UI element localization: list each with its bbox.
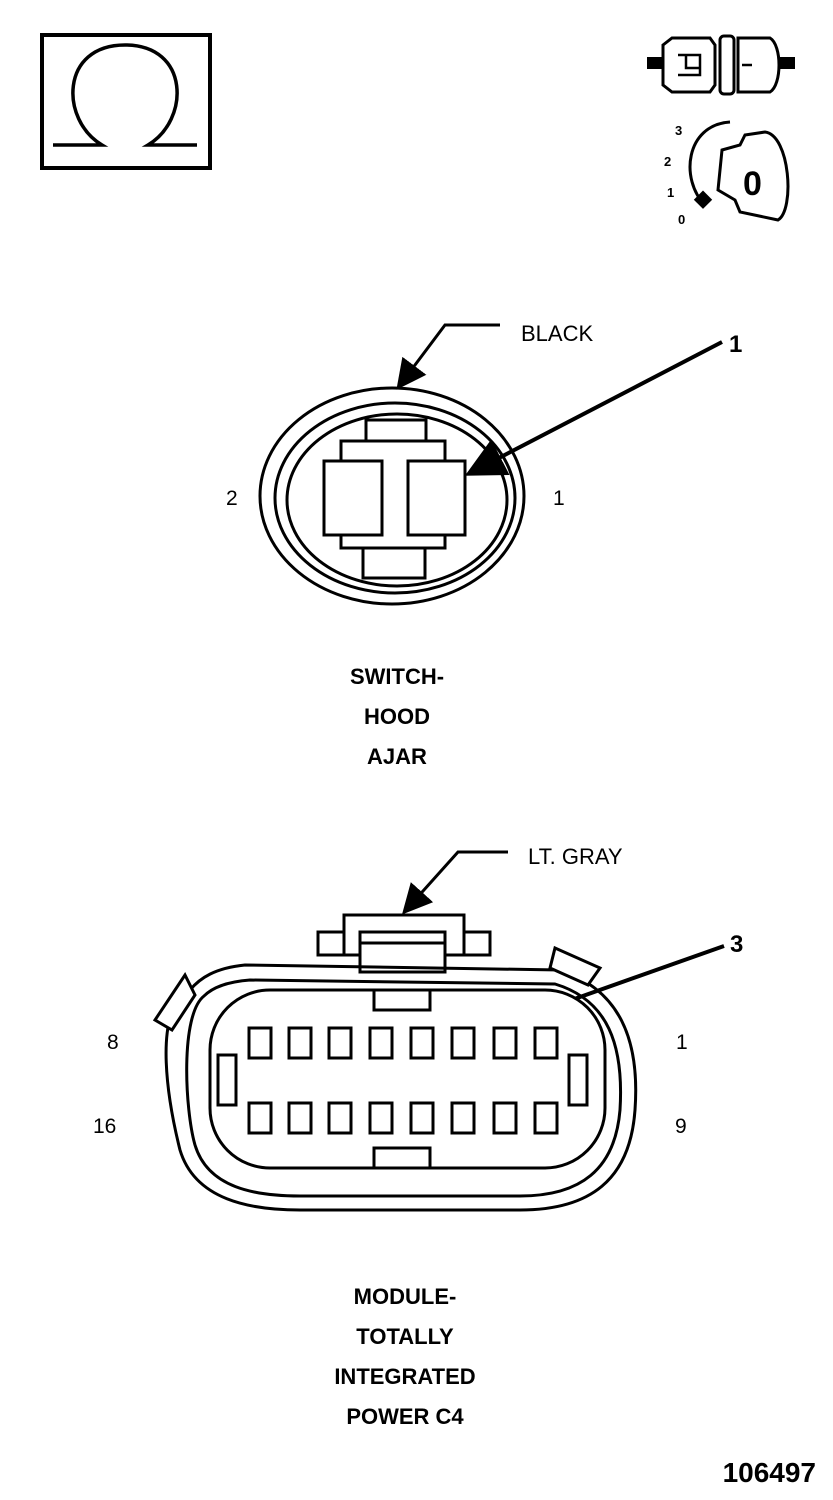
figure-number: 106497 <box>723 1457 816 1488</box>
pin-label-2: 2 <box>226 487 238 510</box>
terminal-cavity-11 <box>450 1101 476 1135</box>
ohm-icon <box>40 33 212 170</box>
terminal-cavity-9 <box>533 1101 559 1135</box>
connector-title-line-4: POWER C4 <box>346 1404 464 1429</box>
ignition-position-0: 0 <box>678 212 685 227</box>
terminal-cavity-8 <box>247 1026 273 1060</box>
terminal-cavity-6 <box>327 1026 353 1060</box>
terminal-cavity-4 <box>409 1026 435 1060</box>
connector-tipm-c4: LT. GRAY 3 <box>93 844 743 1429</box>
ignition-key-icon: 3 2 1 0 0 <box>664 120 790 227</box>
ignition-position-1: 1 <box>667 185 674 200</box>
connector-outer-shell <box>258 386 526 606</box>
connector-face <box>208 988 607 1170</box>
terminal-cavity-2 <box>492 1026 518 1060</box>
color-leader-line <box>396 323 500 390</box>
connector-hood-ajar: BLACK 1 2 1 SWITCH- HOOD AJAR <box>226 321 742 769</box>
pin-label-1: 1 <box>553 487 565 510</box>
ignition-position-2: 2 <box>664 154 671 169</box>
ignition-key-label: 0 <box>743 165 762 203</box>
color-label-lt-gray: LT. GRAY <box>528 844 623 869</box>
connector-title-line-1: MODULE- <box>354 1284 457 1309</box>
connector-title-line-1: SWITCH- <box>350 664 444 689</box>
color-label-black: BLACK <box>521 321 593 346</box>
terminal-cavity-12 <box>409 1101 435 1135</box>
terminal-cavity-13 <box>368 1101 394 1135</box>
terminal-cavity-14 <box>327 1101 353 1135</box>
connector-title-line-2: TOTALLY <box>356 1324 454 1349</box>
terminal-cavity-7 <box>287 1026 313 1060</box>
pin-label-16: 16 <box>93 1115 116 1138</box>
terminal-cavity-2 <box>322 459 384 537</box>
terminal-cavity-10 <box>492 1101 518 1135</box>
connector-title-line-3: INTEGRATED <box>334 1364 475 1389</box>
disconnected-connector-icon <box>647 34 795 96</box>
pin-label-8: 8 <box>107 1031 119 1054</box>
connector-title-line-3: AJAR <box>367 744 427 769</box>
terminal-cavity-3 <box>450 1026 476 1060</box>
callout-number-3: 3 <box>730 931 743 958</box>
terminal-cavity-15 <box>287 1101 313 1135</box>
color-leader-line <box>401 850 508 915</box>
connector-title-line-2: HOOD <box>364 704 430 729</box>
terminal-cavity-1 <box>406 459 467 537</box>
terminal-cavity-1 <box>533 1026 559 1060</box>
pin-label-1: 1 <box>676 1031 688 1054</box>
callout-number-1: 1 <box>729 331 742 358</box>
pin-label-9: 9 <box>675 1115 687 1138</box>
terminal-cavity-5 <box>368 1026 394 1060</box>
terminal-cavity-16 <box>247 1101 273 1135</box>
ignition-position-3: 3 <box>675 123 682 138</box>
callout-arrow-1 <box>464 340 723 476</box>
